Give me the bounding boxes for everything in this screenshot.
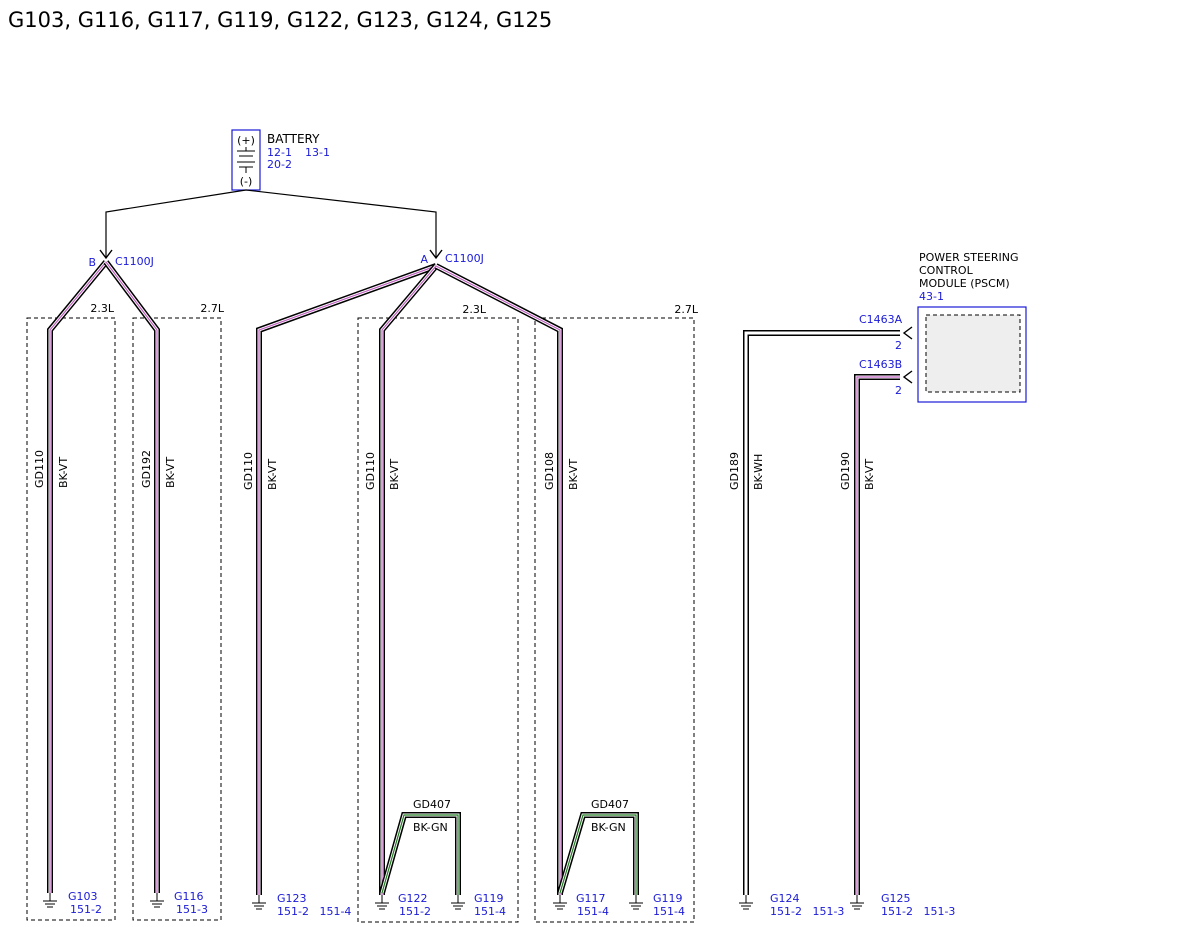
wire-gd110-g123[interactable] — [256, 263, 438, 895]
battery-feed-to-c1100j-a — [245, 189, 437, 258]
pscm-name-line2: CONTROL — [919, 264, 974, 277]
connector-arrow-icon — [902, 370, 913, 384]
wire-circuit-label: GD190 — [839, 452, 852, 490]
wire-circuit-label: GD110 — [364, 452, 377, 490]
wire-gd189-g124[interactable] — [743, 330, 900, 895]
engine-option-label: 2.3L — [90, 302, 114, 315]
battery-ref-12-1[interactable]: 12-1 — [267, 146, 292, 159]
wire-color-label: BK-VT — [388, 459, 401, 490]
c1463b-pin: 2 — [895, 384, 902, 397]
wire-color-label: BK-WH — [752, 454, 765, 490]
jumper-color-label: BK-GN — [413, 821, 448, 834]
ground-refs[interactable]: 151-2 151-4 — [277, 905, 351, 918]
ground-refs[interactable]: 151-4 — [653, 905, 685, 918]
c1463a-name[interactable]: C1463A — [859, 313, 903, 326]
connector-arrow-icon — [429, 249, 443, 260]
wire-circuit-label: GD192 — [140, 450, 153, 488]
ground-icon — [451, 895, 465, 910]
ground-name[interactable]: G125 — [881, 892, 911, 905]
wire-color-label: BK-VT — [567, 459, 580, 490]
ground-icon — [43, 893, 57, 908]
pscm-module[interactable] — [917, 306, 1027, 403]
battery-minus-label: (-) — [240, 175, 253, 188]
ground-name[interactable]: G119 — [653, 892, 683, 905]
wire-gd110-g103[interactable] — [47, 260, 109, 893]
wire-color-label: BK-VT — [863, 459, 876, 490]
ground-name[interactable]: G122 — [398, 892, 428, 905]
ground-refs[interactable]: 151-2 151-3 — [881, 905, 955, 918]
battery-plus-label: (+) — [237, 134, 255, 147]
battery-ref-20-2[interactable]: 20-2 — [267, 158, 292, 171]
ground-refs[interactable]: 151-2 — [399, 905, 431, 918]
wire-gd190-g125[interactable] — [854, 374, 900, 895]
c1100j-a-name[interactable]: C1100J — [445, 252, 484, 265]
ground-refs[interactable]: 151-2 151-3 — [770, 905, 844, 918]
c1463b-name[interactable]: C1463B — [859, 358, 902, 371]
ground-name[interactable]: G119 — [474, 892, 504, 905]
pscm-name-line1: POWER STEERING — [919, 251, 1019, 264]
pscm-ref[interactable]: 43-1 — [919, 290, 944, 303]
wire-circuit-label: GD110 — [242, 452, 255, 490]
page-title: G103, G116, G117, G119, G122, G123, G124… — [8, 8, 552, 32]
ground-refs[interactable]: 151-4 — [474, 905, 506, 918]
pscm-name-line3: MODULE (PSCM) — [919, 277, 1010, 290]
ground-icon — [553, 895, 567, 910]
c1100j-b-pin: B — [88, 256, 96, 269]
wire-gd110-g122[interactable] — [379, 264, 439, 895]
ground-icon — [850, 895, 864, 910]
wire-circuit-label: GD110 — [33, 450, 46, 488]
ground-refs[interactable]: 151-3 — [176, 903, 208, 916]
ground-name[interactable]: G123 — [277, 892, 307, 905]
ground-icon — [252, 895, 266, 910]
c1463a-pin: 2 — [895, 339, 902, 352]
jumper-gd407-g119[interactable] — [379, 812, 461, 895]
battery-symbol[interactable]: (+) (-) — [231, 129, 261, 191]
engine-option-box — [357, 317, 519, 923]
battery-feed-to-c1100j-b — [105, 189, 247, 258]
ground-name[interactable]: G117 — [576, 892, 606, 905]
engine-option-label: 2.7L — [674, 303, 698, 316]
battery-name: BATTERY — [267, 132, 320, 146]
engine-option-box — [132, 317, 222, 921]
jumper-circuit-label: GD407 — [413, 798, 451, 811]
ground-icon — [739, 895, 753, 910]
jumper-gd407-g119[interactable] — [557, 812, 639, 895]
ground-refs[interactable]: 151-4 — [577, 905, 609, 918]
wire-gd192-g116[interactable] — [103, 260, 160, 893]
connector-arrow-icon — [99, 249, 113, 260]
jumper-color-label: BK-GN — [591, 821, 626, 834]
c1100j-b-name[interactable]: C1100J — [115, 255, 154, 268]
wire-color-label: BK-VT — [57, 457, 70, 488]
connector-arrow-icon — [902, 326, 913, 340]
ground-refs[interactable]: 151-2 — [70, 903, 102, 916]
wire-gd108-g117[interactable] — [434, 263, 563, 895]
ground-icon — [375, 895, 389, 910]
jumper-circuit-label: GD407 — [591, 798, 629, 811]
c1100j-a-pin: A — [420, 253, 428, 266]
ground-name[interactable]: G124 — [770, 892, 800, 905]
ground-name[interactable]: G116 — [174, 890, 204, 903]
engine-option-box — [534, 317, 695, 923]
ground-layer — [43, 893, 864, 910]
engine-option-label: 2.3L — [462, 303, 486, 316]
ground-icon — [150, 893, 164, 908]
wire-circuit-label: GD189 — [728, 452, 741, 490]
engine-option-box — [26, 317, 116, 921]
wire-circuit-label: GD108 — [543, 452, 556, 490]
wire-layer — [47, 260, 900, 895]
wire-color-label: BK-VT — [164, 457, 177, 488]
ground-name[interactable]: G103 — [68, 890, 98, 903]
wire-color-label: BK-VT — [266, 459, 279, 490]
engine-option-label: 2.7L — [200, 302, 224, 315]
ground-icon — [629, 895, 643, 910]
battery-ref-13-1[interactable]: 13-1 — [305, 146, 330, 159]
